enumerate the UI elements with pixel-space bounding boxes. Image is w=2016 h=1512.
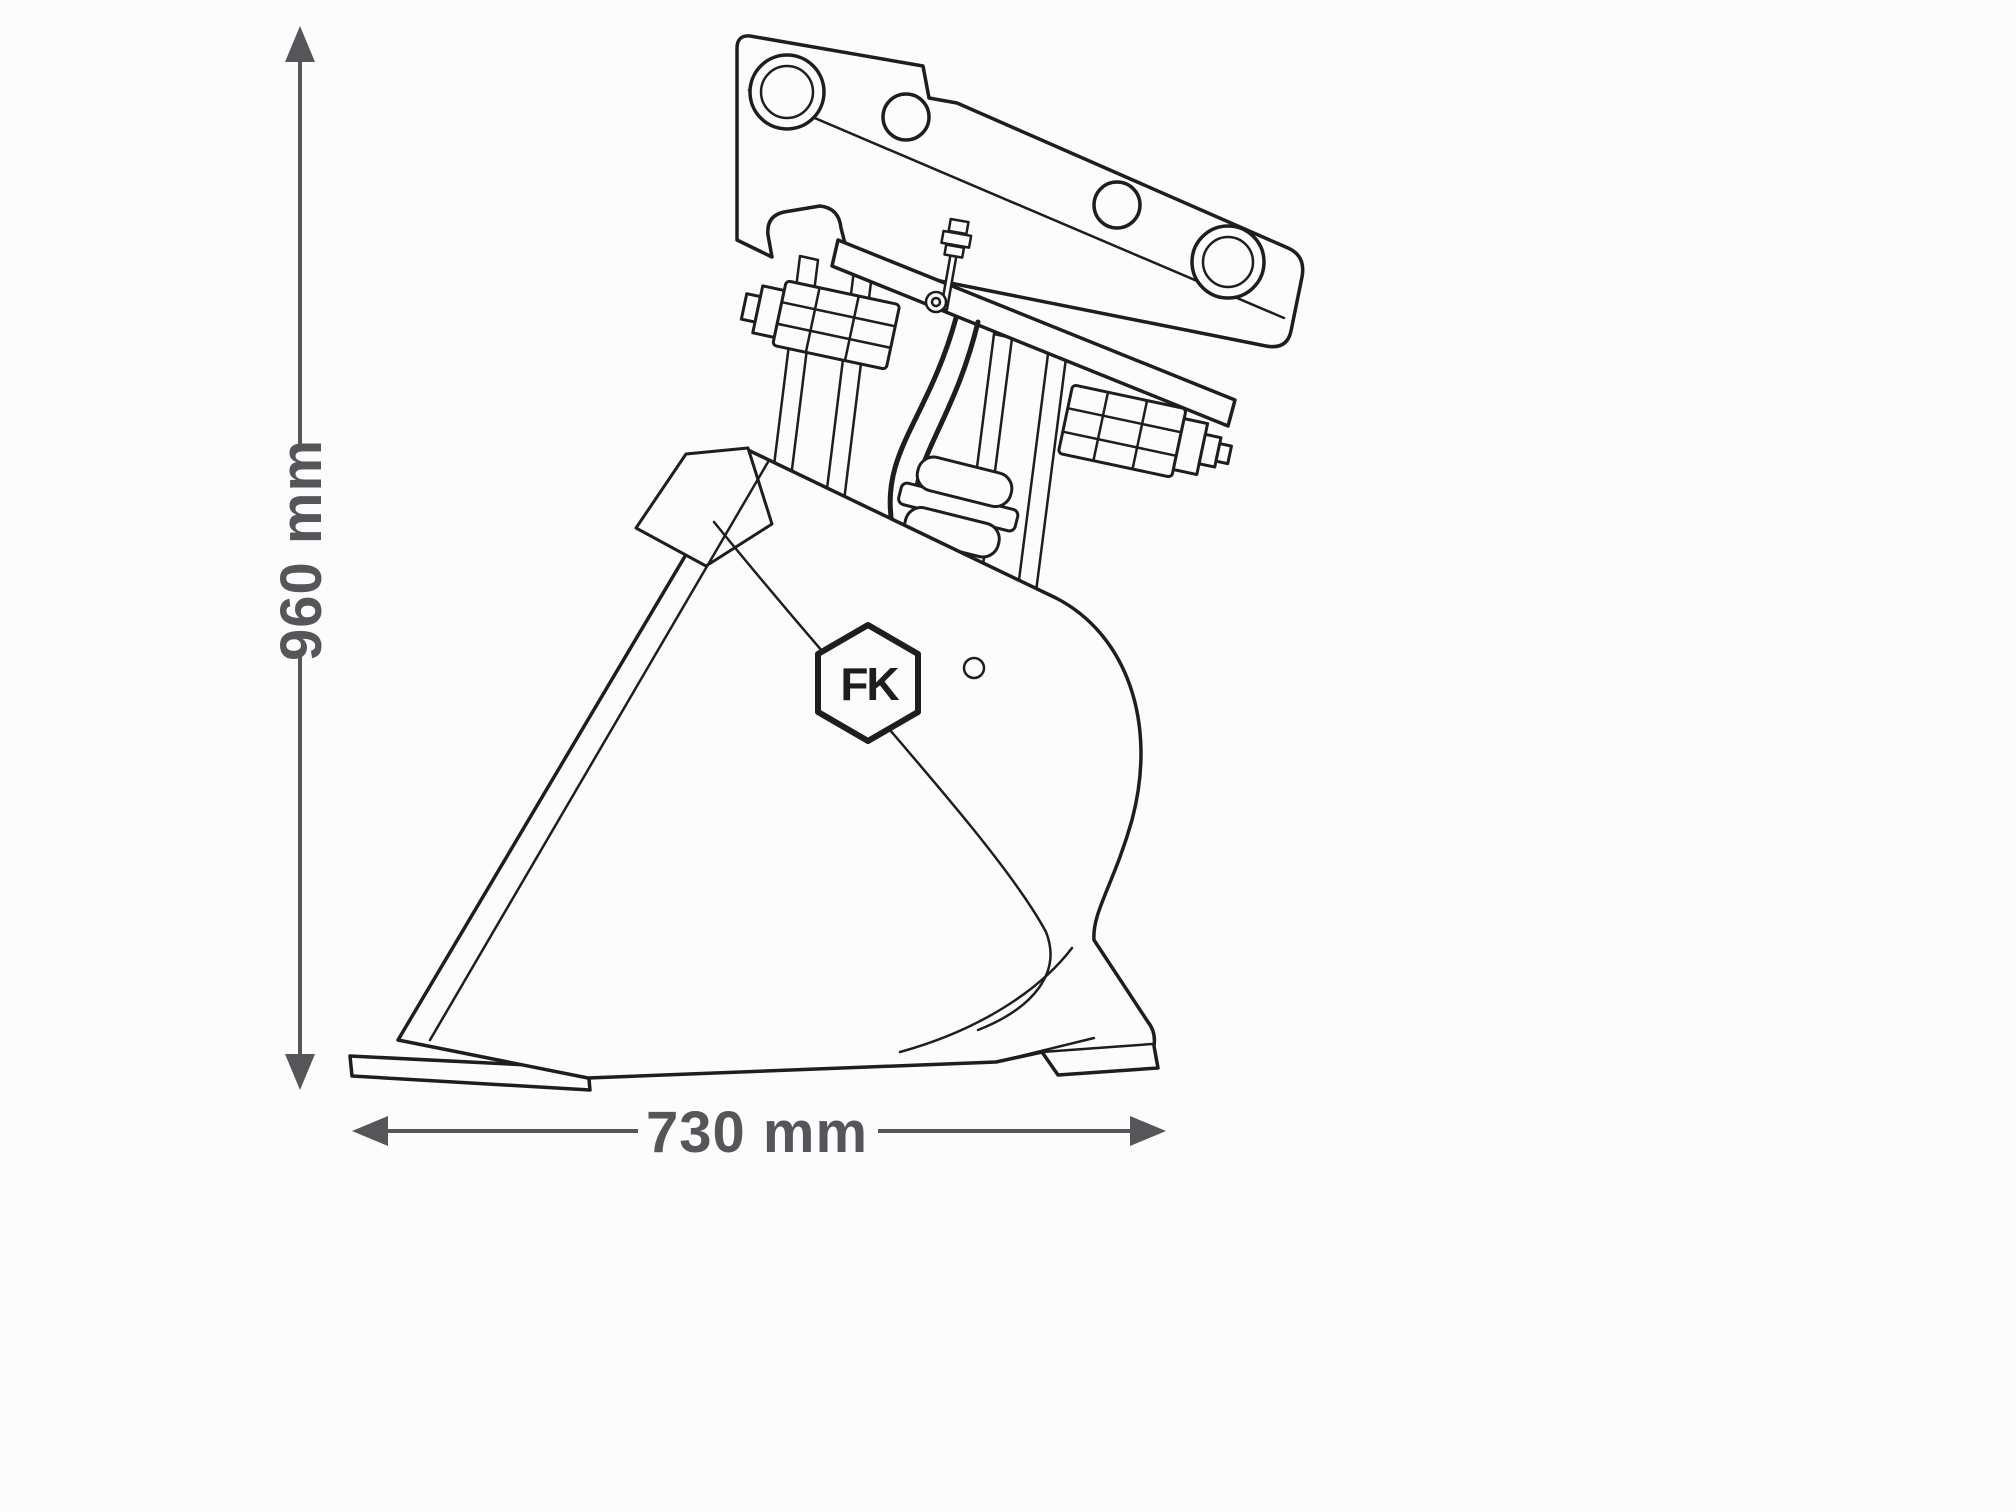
coupler-plate-outline: [735, 34, 1305, 349]
bucket-assembly-drawing: FK: [348, 34, 1305, 1092]
heel-inner-curve: [898, 946, 1074, 1054]
height-dimension-label: 960 mm: [269, 439, 334, 661]
pin-hole-large-right-inner: [1201, 235, 1255, 289]
pin-hole-large-left-inner: [759, 64, 815, 120]
clamp-pad-top: [915, 455, 1014, 509]
logo-monogram: FK: [840, 658, 899, 710]
bucket-detail-lines: [428, 460, 1154, 1064]
blade-inner-line: [428, 460, 770, 1042]
center-bolt: [939, 217, 973, 311]
pin-hole-small-right: [1092, 180, 1142, 230]
clamp-block: [897, 455, 1020, 559]
grease-fitting: [924, 290, 948, 314]
bolt-tip: [1214, 442, 1233, 466]
grease-fitting-inner: [930, 296, 942, 308]
hose: [887, 315, 959, 527]
cheek-plate: [634, 446, 774, 568]
mounting-flange: [830, 238, 1237, 428]
mount-detail-line: [1092, 390, 1110, 462]
brand-logo: FK: [815, 622, 921, 744]
width-dimension: 730 mm: [352, 1100, 1166, 1165]
quick-coupler: [735, 34, 1305, 349]
mount-detail-line: [843, 294, 860, 362]
arrow-right-icon: [1130, 1116, 1166, 1146]
cutting-edge-plate: [348, 1054, 592, 1092]
width-dimension-label: 730 mm: [646, 1100, 868, 1165]
mount-detail-line: [1066, 406, 1183, 434]
pin-hole-small-left: [881, 92, 931, 142]
mount-body: [771, 279, 901, 371]
bolt-nut: [943, 243, 966, 259]
logo-hexagon-icon: [815, 622, 921, 744]
arrow-up-icon: [285, 26, 315, 62]
height-dimension: 960 mm: [269, 26, 334, 1090]
heel-pad-line: [1040, 1042, 1154, 1054]
hydraulic-mount-right: [1057, 383, 1233, 479]
arrow-down-icon: [285, 1054, 315, 1090]
bucket-hole: [962, 656, 986, 680]
mount-detail-line: [1061, 430, 1178, 458]
mount-detail-line: [804, 286, 821, 354]
side-panel-weld-line: [712, 520, 1052, 1032]
mount-detail-line: [780, 300, 897, 328]
mount-detail-line: [1131, 399, 1149, 471]
bucket-outline: [396, 448, 1160, 1080]
mount-detail-line: [775, 322, 892, 350]
hydraulic-mount-left: [739, 279, 901, 371]
bottom-step-line: [994, 1036, 1096, 1064]
